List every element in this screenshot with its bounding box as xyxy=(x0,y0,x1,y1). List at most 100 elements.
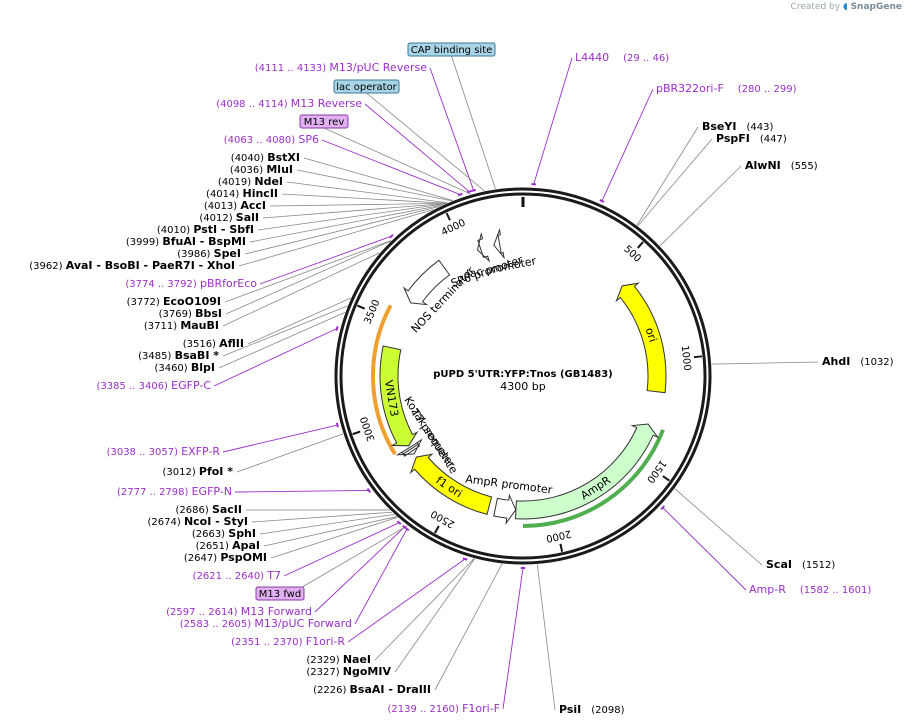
boxed-label-m13-rev[interactable]: M13 rev xyxy=(299,114,349,129)
svg-text:pBR322ori-F(280 .. 299): pBR322ori-F(280 .. 299) xyxy=(656,82,797,95)
primer-leader-line xyxy=(321,139,461,195)
site-label-bseyi[interactable]: BseYI(443) xyxy=(702,120,773,133)
primer-label-exfp-r[interactable]: (3038 .. 3057) EXFP-R xyxy=(107,445,221,458)
leader-line xyxy=(451,55,496,190)
feature-lac-promoter-arrow[interactable] xyxy=(493,227,505,260)
svg-text:(3460) BlpI: (3460) BlpI xyxy=(154,361,215,374)
svg-text:(4014) HincII: (4014) HincII xyxy=(206,187,278,200)
site-label-bsabi[interactable]: (3485) BsaBI * xyxy=(138,349,219,362)
site-label-mlui[interactable]: (4036) MluI xyxy=(230,163,293,176)
primer-label-egfp-c[interactable]: (3385 .. 3406) EGFP-C xyxy=(97,379,212,392)
primer-label-amp-r[interactable]: Amp-R(1582 .. 1601) xyxy=(749,583,871,596)
primer-label-m13-reverse[interactable]: (4098 .. 4114) M13 Reverse xyxy=(216,97,362,110)
tick-mark xyxy=(352,430,361,436)
svg-text:(4012) SalI: (4012) SalI xyxy=(199,211,259,224)
feature-nos-terminator-arrow[interactable] xyxy=(402,259,451,306)
outer-feature-eyfp xyxy=(371,304,397,456)
primer-label-egfp-n[interactable]: (2777 .. 2798) EGFP-N xyxy=(117,485,232,498)
leader-line xyxy=(303,157,454,201)
site-label-aflii[interactable]: (3516) AflII xyxy=(183,337,244,350)
primer-binding-mark xyxy=(402,524,407,530)
primer-label-m13-forward[interactable]: (2597 .. 2614) M13 Forward xyxy=(166,605,312,618)
tick-mark xyxy=(662,475,670,482)
feature-vn173-arrow[interactable] xyxy=(379,345,419,447)
svg-text:(2647) PspOMI: (2647) PspOMI xyxy=(184,551,267,564)
primer-label-pbr322ori-f[interactable]: pBR322ori-F(280 .. 299) xyxy=(656,82,797,95)
site-label-bfuai-bspmi[interactable]: (3999) BfuAI - BspMI xyxy=(126,235,246,248)
svg-text:lac operator: lac operator xyxy=(336,82,397,93)
site-label-psti-sbfi[interactable]: (4010) PstI - SbfI xyxy=(157,223,254,236)
primer-label-f1ori-f[interactable]: (2139 .. 2160) F1ori-F xyxy=(387,702,500,715)
tick-mark xyxy=(559,543,564,552)
site-label-sphi[interactable]: (2663) SphI xyxy=(192,527,256,540)
primer-leader-line xyxy=(314,526,405,613)
svg-text:(3772) EcoO109I: (3772) EcoO109I xyxy=(127,295,221,308)
site-label-ecoo109i[interactable]: (3772) EcoO109I xyxy=(127,295,221,308)
primer-label-l4440[interactable]: L4440(29 .. 46) xyxy=(575,51,669,64)
site-label-ncoi-styi[interactable]: (2674) NcoI - StyI xyxy=(148,515,248,528)
site-label-hincii[interactable]: (4014) HincII xyxy=(206,187,278,200)
site-label-bsaai-draiii[interactable]: (2226) BsaAI - DraIII xyxy=(313,683,431,696)
site-label-bstxi[interactable]: (4040) BstXI xyxy=(231,151,300,164)
primer-label-sp6[interactable]: (4063 .. 4080) SP6 xyxy=(224,133,319,146)
site-label-pfoi[interactable]: (3012) PfoI * xyxy=(162,465,233,478)
site-label-maubi[interactable]: (3711) MauBI xyxy=(144,319,219,332)
svg-text:(2327) NgoMIV: (2327) NgoMIV xyxy=(306,665,391,678)
leader-line xyxy=(637,138,713,227)
feature-ampr-promoter-arrow[interactable] xyxy=(493,493,517,525)
boxed-label-m13-fwd[interactable]: M13 fwd xyxy=(255,586,305,601)
svg-text:(2583 .. 2605) M13/pUC Forwar: (2583 .. 2605) M13/pUC Forward xyxy=(180,617,352,630)
site-label-scai[interactable]: ScaI(1512) xyxy=(766,558,835,571)
feature-ori-arrow[interactable] xyxy=(615,282,667,394)
site-label-apai[interactable]: (2651) ApaI xyxy=(196,539,260,552)
leader-line xyxy=(674,488,763,566)
svg-text:(4036) MluI: (4036) MluI xyxy=(230,163,293,176)
feature-ampr-arrow[interactable] xyxy=(514,423,660,520)
svg-text:(4013) AccI: (4013) AccI xyxy=(204,199,266,212)
snapgene-logo-icon: ◖ xyxy=(842,2,848,12)
feature-sp6-promoter-arrow[interactable] xyxy=(476,232,491,263)
primer-label-pbrforeco[interactable]: (3774 .. 3792) pBRforEco xyxy=(125,277,257,290)
feature-f1-ori-arrow[interactable] xyxy=(409,453,493,516)
site-label-acci[interactable]: (4013) AccI xyxy=(204,199,266,212)
site-label-bbsi[interactable]: (3769) BbsI xyxy=(159,307,222,320)
svg-text:(3962) AvaI - BsoBI - PaeR7I: (3962) AvaI - BsoBI - PaeR7I - XhoI xyxy=(29,259,235,272)
boxed-label-lac-operator[interactable]: lac operator xyxy=(333,79,400,94)
leader-line xyxy=(711,361,819,365)
site-label-blpi[interactable]: (3460) BlpI xyxy=(154,361,215,374)
site-label-sali[interactable]: (4012) SalI xyxy=(199,211,259,224)
primer-leader-line xyxy=(222,424,338,453)
svg-text:(3769) BbsI: (3769) BbsI xyxy=(159,307,222,320)
site-label-avai-bsobi-paer7i-xhoi[interactable]: (3962) AvaI - BsoBI - PaeR7I - XhoI xyxy=(29,259,235,272)
site-label-ndei[interactable]: (4019) NdeI xyxy=(218,175,283,188)
site-label-sacii[interactable]: (2686) SacII xyxy=(176,503,243,516)
leader-line xyxy=(366,92,485,192)
tick-label: 2000 xyxy=(545,527,572,543)
leader-line xyxy=(225,240,391,315)
primer-binding-mark xyxy=(389,233,394,239)
backbone-inner xyxy=(339,192,707,560)
primer-label-m13-puc-reverse[interactable]: (4111 .. 4133) M13/pUC Reverse xyxy=(255,61,427,74)
site-label-alwni[interactable]: AlwNI(555) xyxy=(745,159,818,172)
primer-binding-mark xyxy=(366,488,371,493)
primer-label-f1ori-r[interactable]: (2351 .. 2370) F1ori-R xyxy=(231,635,345,648)
primer-label-m13-puc-forward[interactable]: (2583 .. 2605) M13/pUC Forward xyxy=(180,617,352,630)
primer-leader-line xyxy=(662,507,747,591)
svg-text:PspFI(447): PspFI(447) xyxy=(716,132,787,145)
site-label-ahdi[interactable]: AhdI(1032) xyxy=(822,355,894,368)
boxed-label-cap-binding-site[interactable]: CAP binding site xyxy=(407,42,496,57)
site-label-spei[interactable]: (3986) SpeI xyxy=(177,247,241,260)
primer-marks xyxy=(335,183,666,570)
site-label-pspomi[interactable]: (2647) PspOMI xyxy=(184,551,267,564)
site-label-ngomiv[interactable]: (2327) NgoMIV xyxy=(306,665,391,678)
plasmid-length: 4300 bp xyxy=(500,380,545,393)
site-label-pspfi[interactable]: PspFI(447) xyxy=(716,132,787,145)
primer-binding-mark xyxy=(599,199,605,203)
site-label-psii[interactable]: PsiI(2098) xyxy=(559,703,625,716)
feature-kozak-sequence-arrow[interactable] xyxy=(401,441,419,455)
site-label-naei[interactable]: (2329) NaeI xyxy=(306,653,371,666)
tick-label: 2500 xyxy=(429,508,457,530)
primer-label-t7[interactable]: (2621 .. 2640) T7 xyxy=(193,569,281,582)
tick-mark xyxy=(445,212,451,221)
leader-line xyxy=(636,126,699,226)
